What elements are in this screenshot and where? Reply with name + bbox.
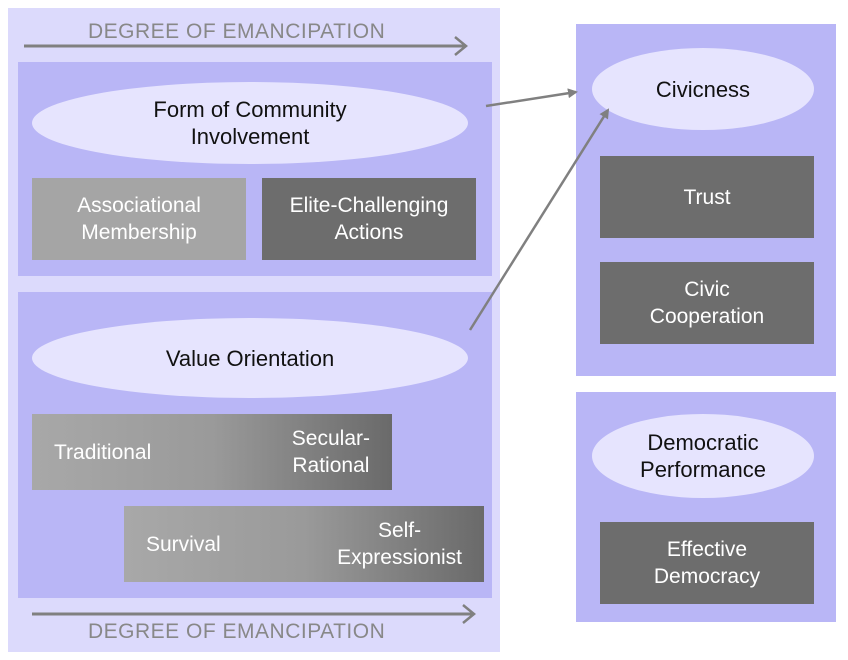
value-orientation-ellipse: Value Orientation bbox=[32, 318, 468, 398]
community-involvement-ellipse: Form of Community Involvement bbox=[32, 82, 468, 164]
secular-rational-label: Secular- Rational bbox=[291, 427, 370, 477]
emancipation-label-bottom: DEGREE OF EMANCIPATION bbox=[88, 620, 386, 643]
effective-democracy-box: Effective Democracy bbox=[600, 522, 814, 604]
survival-self-expression-bar: Survival Self- Expressionist bbox=[124, 506, 484, 582]
elite-challenging-actions-box: Elite-Challenging Actions bbox=[262, 178, 476, 260]
trust-box: Trust bbox=[600, 156, 814, 238]
survival-label: Survival bbox=[146, 532, 221, 556]
traditional-secular-bar: Traditional Secular- Rational bbox=[32, 414, 392, 490]
self-expressionist-label: Self- Expressionist bbox=[337, 519, 462, 569]
civic-cooperation-box: Civic Cooperation bbox=[600, 262, 814, 344]
democratic-performance-ellipse: Democratic Performance bbox=[592, 414, 814, 498]
traditional-label: Traditional bbox=[54, 440, 152, 464]
associational-membership-box: Associational Membership bbox=[32, 178, 246, 260]
civicness-ellipse: Civicness bbox=[592, 48, 814, 130]
emancipation-label-top: DEGREE OF EMANCIPATION bbox=[88, 20, 386, 43]
